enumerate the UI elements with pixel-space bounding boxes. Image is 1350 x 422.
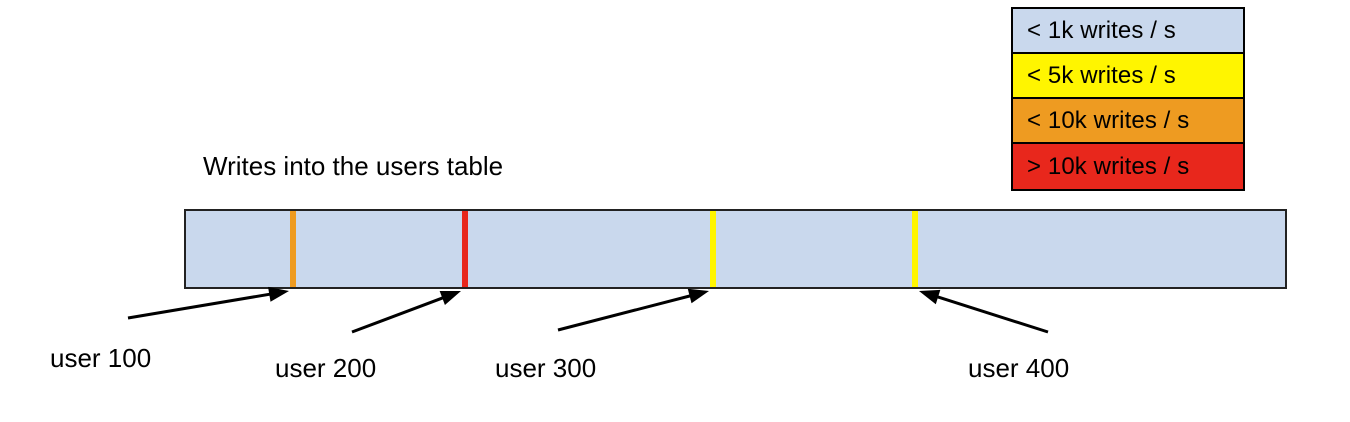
legend-row: < 1k writes / s [1013,9,1243,54]
callout-arrow-head [268,286,289,302]
callout-arrow-head [439,291,461,306]
user-300-stripe [710,211,716,287]
callout-label: user 100 [50,343,152,373]
user-400-stripe [912,211,918,287]
callout-arrow-line [557,293,696,332]
legend-row: > 10k writes / s [1013,144,1243,189]
legend-label: < 10k writes / s [1027,106,1190,134]
legend-label: > 10k writes / s [1027,152,1190,180]
bar-base-fill [186,211,1285,287]
callout-arrow-line [931,293,1049,334]
callout-arrow-head [919,289,941,305]
user-100-stripe [290,211,296,287]
legend: < 1k writes / s < 5k writes / s < 10k writ… [1011,7,1245,191]
legend-label: < 5k writes / s [1027,61,1176,89]
callout-arrow-head [687,288,709,304]
users-table-bar [184,209,1287,289]
callout-label: user 400 [968,353,1070,383]
callout-label: user 200 [275,353,377,383]
legend-row: < 5k writes / s [1013,54,1243,99]
user-200-stripe [462,211,468,287]
callout-arrow-line [127,291,276,320]
page-title: Writes into the users table [203,151,504,181]
legend-label: < 1k writes / s [1027,16,1176,44]
callout-arrow-line [351,294,449,334]
legend-row: < 10k writes / s [1013,99,1243,144]
callout-label: user 300 [495,353,597,383]
